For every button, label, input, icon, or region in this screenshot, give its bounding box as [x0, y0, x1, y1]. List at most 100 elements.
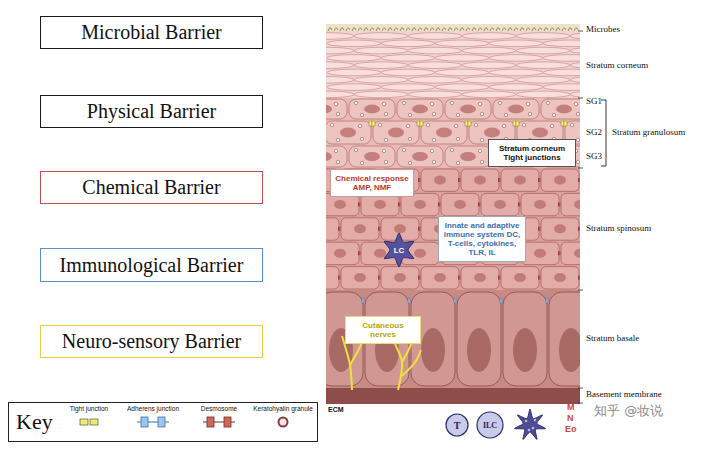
desmosome	[578, 178, 580, 182]
corneocyte	[408, 47, 462, 54]
desmosome	[398, 202, 400, 206]
granular-cell	[493, 99, 539, 119]
cell-granule	[528, 429, 531, 432]
nucleus	[434, 273, 446, 282]
granular-cell	[541, 99, 580, 119]
callout-box: Chemical response AMP, NMF	[330, 169, 414, 197]
node-text: Microbial Barrier	[81, 21, 222, 44]
basale-layer	[326, 290, 580, 388]
tight-junction-sample	[90, 419, 98, 425]
legend-sample	[133, 415, 173, 429]
keratohyalin-granule	[552, 113, 555, 116]
langerhans-cell: LC	[381, 233, 417, 267]
desmosome	[378, 276, 380, 280]
spinous-cell	[381, 267, 419, 289]
keratohyalin-granule	[360, 161, 363, 164]
corneocyte	[570, 62, 580, 69]
nucleus	[474, 176, 486, 185]
desmosome	[558, 202, 560, 206]
keratohyalin-granule	[360, 113, 363, 116]
corneocyte	[354, 47, 408, 54]
callout-box: Cutaneous nerves	[345, 316, 421, 344]
junction-plaque	[158, 417, 165, 427]
spinous-cell	[521, 242, 559, 264]
tight-junction	[516, 121, 519, 126]
tight-junction	[465, 121, 468, 126]
adherens-junction	[362, 298, 364, 303]
microbe	[484, 28, 488, 31]
tight-junction	[468, 121, 471, 126]
corneocyte	[570, 33, 580, 40]
layer-label: Basement membrane	[586, 390, 662, 400]
callout-box: Stratum corneum Tight junctions	[488, 139, 576, 167]
keratohyalin-granule	[456, 137, 459, 140]
desmosome	[538, 276, 540, 280]
spinous-cell	[541, 218, 579, 240]
keratohyalin-granule	[360, 137, 363, 140]
keratohyalin-granule	[480, 138, 483, 141]
corneocyte	[381, 84, 435, 91]
adherens-junction	[408, 298, 410, 303]
microbe	[394, 28, 398, 31]
microbe	[358, 28, 362, 31]
legend-text: Desmosome	[201, 405, 237, 412]
legend-item: Keratohyalin granule	[252, 405, 314, 429]
keratohyalin-granule	[354, 148, 357, 151]
watermark: 知乎 @妆说	[594, 404, 663, 418]
keratohyalin-granule	[336, 138, 339, 141]
microbe	[472, 28, 476, 31]
granular-cell	[326, 99, 347, 119]
nucleus	[454, 200, 466, 209]
desmosome	[418, 178, 420, 182]
legend-text: Keratohyalin granule	[253, 405, 313, 412]
immune-cell: T	[445, 413, 469, 437]
desmosome	[498, 276, 500, 280]
corneocyte	[462, 47, 516, 54]
layer-label: Stratum corneum	[586, 61, 648, 71]
keratohyalin-granule	[408, 113, 411, 116]
layer-label: ECM	[328, 406, 344, 414]
keratohyalin-granule	[456, 161, 459, 164]
desmosome	[358, 251, 360, 255]
nucleus	[374, 249, 386, 258]
nucleus	[460, 152, 476, 161]
microbe	[370, 28, 374, 31]
corneocyte	[327, 40, 381, 47]
spinous-cell	[421, 169, 459, 191]
keratohyalin-granule	[358, 124, 361, 127]
microbe	[550, 28, 554, 31]
corneocyte	[516, 33, 570, 40]
layer-label: Stratum spinosum	[586, 224, 651, 234]
keratohyalin-granule	[336, 160, 339, 163]
keratohyalin-granule	[478, 149, 481, 152]
immune-cell: ILC	[476, 411, 504, 439]
tight-junction	[564, 121, 567, 126]
microbe	[328, 28, 332, 31]
tight-junction	[372, 121, 375, 126]
microbe	[364, 28, 368, 31]
microbe	[388, 28, 392, 31]
cell-type-label: M	[567, 403, 575, 413]
layer-tick	[578, 290, 583, 291]
corneocyte	[381, 55, 435, 62]
keratohyalin-granule	[526, 102, 529, 105]
spinosum-layer	[326, 168, 580, 290]
nucleus	[326, 152, 332, 161]
nucleus	[508, 105, 524, 114]
layer-tick	[578, 403, 583, 404]
keratohyalin-granule	[456, 113, 459, 116]
nucleus	[354, 224, 366, 233]
microbe	[544, 28, 548, 31]
nucleus	[388, 128, 404, 138]
nucleus	[574, 200, 580, 209]
microbe	[520, 28, 524, 31]
layer-tick	[578, 31, 583, 32]
layer-label: Stratum basale	[586, 334, 639, 344]
keratohyalin-granule	[432, 112, 435, 115]
legend-sample	[263, 415, 303, 429]
microbe	[430, 28, 434, 31]
microbe	[334, 28, 338, 31]
granular-cell	[326, 121, 371, 144]
nucleus	[484, 128, 500, 138]
